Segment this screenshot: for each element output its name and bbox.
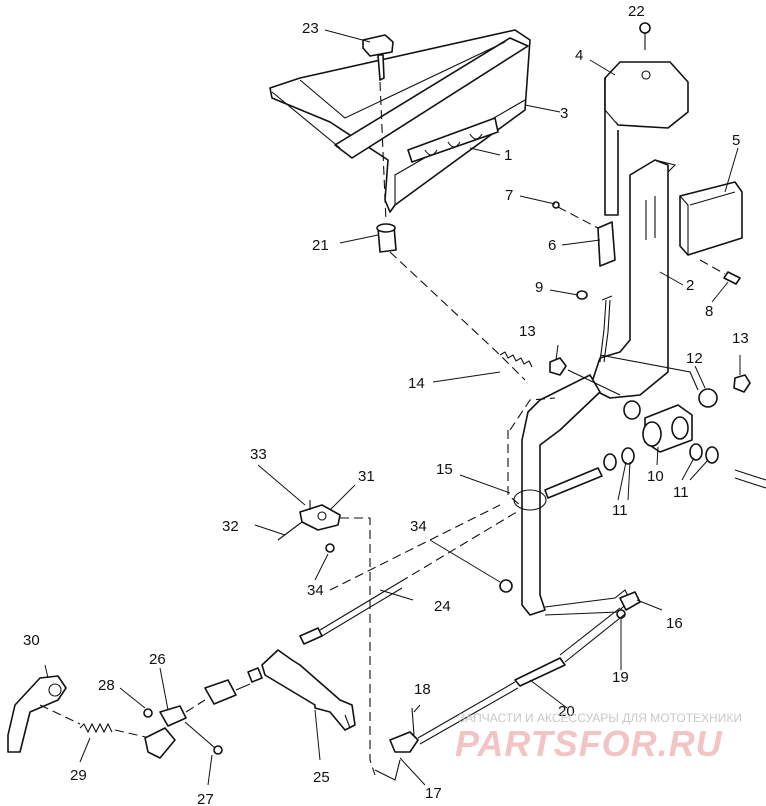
watermark-brand: PARTSFOR.RU bbox=[455, 723, 723, 764]
washer-part-11-d bbox=[705, 446, 719, 464]
label-6: 6 bbox=[548, 237, 556, 254]
label-30: 30 bbox=[23, 632, 40, 649]
nut-part-34-left bbox=[325, 543, 335, 553]
screw-part-27 bbox=[184, 721, 216, 749]
label-29: 29 bbox=[70, 767, 87, 784]
watermark: ЗАПЧАСТИ И АКСЕССУАРЫ ДЛЯ МОТОТЕХНИКИ PA… bbox=[455, 711, 742, 764]
console-bracket-part-3 bbox=[269, 29, 531, 213]
spring-part-29 bbox=[79, 722, 113, 734]
assembly-line-knob bbox=[379, 81, 387, 223]
label-11-right: 11 bbox=[673, 484, 689, 501]
label-25: 25 bbox=[313, 769, 330, 786]
washer-part-12-left bbox=[623, 400, 641, 420]
label-15: 15 bbox=[436, 461, 453, 478]
label-2: 2 bbox=[686, 277, 694, 294]
label-21: 21 bbox=[312, 237, 329, 254]
label-27: 27 bbox=[197, 791, 214, 806]
knob-part-23 bbox=[362, 34, 394, 81]
washer-part-11-a bbox=[603, 453, 617, 471]
bracket-part-30 bbox=[7, 675, 67, 753]
label-1: 1 bbox=[504, 147, 512, 164]
label-32: 32 bbox=[222, 518, 239, 535]
label-7: 7 bbox=[505, 187, 513, 204]
bracket-part-25 bbox=[261, 649, 356, 731]
label-33: 33 bbox=[250, 446, 267, 463]
label-17: 17 bbox=[425, 785, 442, 802]
pivot-stack bbox=[544, 354, 766, 499]
label-14: 14 bbox=[408, 375, 425, 392]
cable-part-24 bbox=[299, 504, 521, 645]
label-9: 9 bbox=[535, 279, 543, 296]
block-part-26 bbox=[159, 705, 187, 727]
washer-part-12-right bbox=[698, 388, 718, 408]
pin-part-32 bbox=[277, 521, 303, 541]
bracket-part-5 bbox=[679, 181, 743, 256]
bolt-shaft bbox=[544, 467, 603, 499]
plate-part-6 bbox=[597, 221, 616, 267]
cable-assembly bbox=[389, 591, 641, 753]
label-13-left: 13 bbox=[519, 323, 536, 340]
bolt-part-8 bbox=[699, 259, 741, 285]
clevis-part-16 bbox=[619, 591, 641, 611]
rod-part-20-shaft bbox=[417, 681, 519, 745]
label-20: 20 bbox=[558, 703, 575, 720]
label-26: 26 bbox=[149, 651, 166, 668]
assembly-line-spring bbox=[389, 251, 526, 381]
nut-part-28 bbox=[143, 708, 153, 718]
label-24: 24 bbox=[434, 598, 451, 615]
label-23: 23 bbox=[302, 20, 319, 37]
rod-part-20 bbox=[514, 657, 566, 687]
label-18: 18 bbox=[414, 681, 431, 698]
label-12: 12 bbox=[686, 350, 703, 367]
lever-part-2 bbox=[589, 159, 677, 399]
bushing-part-21 bbox=[376, 223, 397, 253]
nut-part-34-right bbox=[499, 579, 513, 593]
lever-part-31 bbox=[299, 504, 341, 531]
bolt-part-7 bbox=[552, 201, 599, 229]
label-31: 31 bbox=[358, 468, 375, 485]
washer-part-11-c bbox=[689, 443, 703, 461]
pin-part-18 bbox=[411, 707, 415, 736]
label-13-right: 13 bbox=[732, 330, 749, 347]
label-22: 22 bbox=[628, 3, 645, 20]
label-28: 28 bbox=[98, 677, 115, 694]
label-34-left: 34 bbox=[307, 582, 324, 599]
leader-lines bbox=[44, 29, 741, 786]
watermark-tagline: ЗАПЧАСТИ И АКСЕССУАРЫ ДЛЯ МОТОТЕХНИКИ bbox=[458, 711, 742, 725]
label-11-left: 11 bbox=[612, 502, 628, 519]
label-16: 16 bbox=[666, 615, 683, 632]
end-part-17 bbox=[389, 731, 419, 753]
label-8: 8 bbox=[705, 303, 713, 320]
label-19: 19 bbox=[612, 669, 629, 686]
callout-labels: 23 22 3 4 1 5 7 6 21 2 9 8 13 13 12 14 1… bbox=[23, 3, 749, 806]
nut-part-13-left bbox=[549, 357, 567, 376]
label-10: 10 bbox=[647, 468, 664, 485]
spring-part-14 bbox=[499, 351, 533, 368]
slotted-gate-part-1 bbox=[407, 117, 499, 163]
main-arm-part-15 bbox=[507, 374, 631, 616]
cover-part-4 bbox=[604, 61, 689, 216]
label-3: 3 bbox=[560, 105, 568, 122]
screw-part-22 bbox=[639, 22, 651, 50]
label-34-right: 34 bbox=[410, 518, 427, 535]
washer-part-11-b bbox=[621, 447, 635, 465]
label-5: 5 bbox=[732, 132, 740, 149]
clip-part-9 bbox=[576, 290, 613, 363]
label-4: 4 bbox=[575, 47, 583, 64]
small-lever bbox=[277, 500, 513, 781]
left-linkage bbox=[7, 667, 263, 759]
threaded-end bbox=[559, 607, 626, 663]
nut-part-13-right bbox=[733, 374, 751, 393]
